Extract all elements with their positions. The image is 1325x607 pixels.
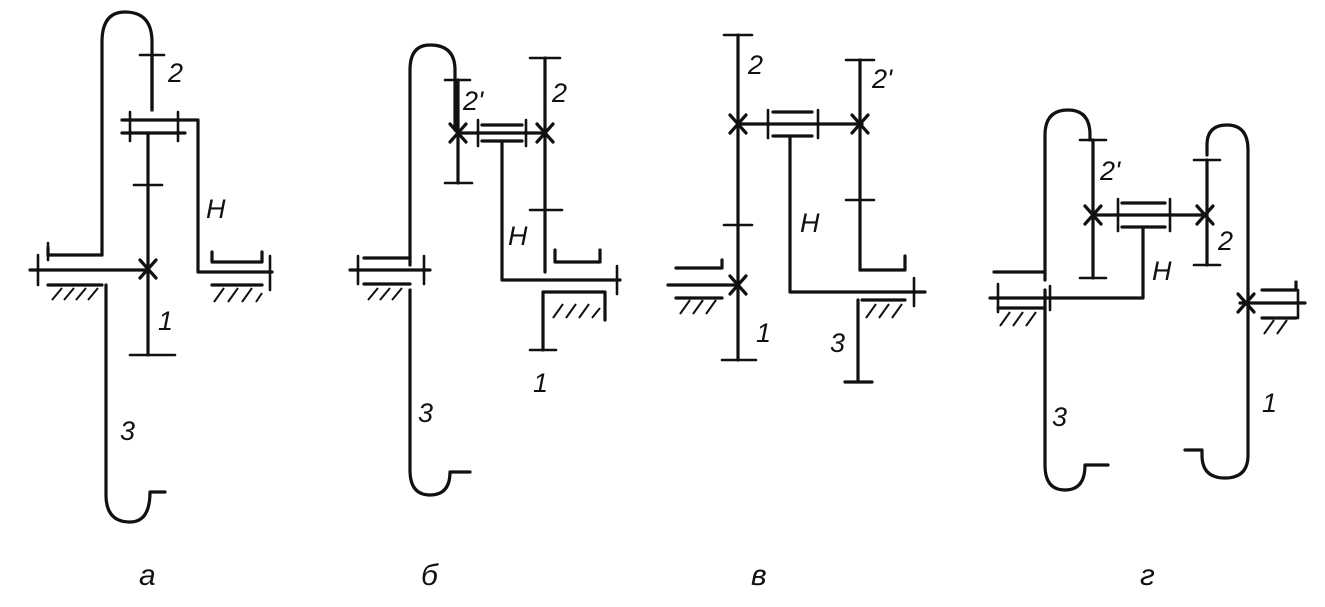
diagram-a: 2 H 1 3 а	[28, 10, 274, 592]
ground-right-hatch	[213, 287, 263, 303]
caption-a: а	[139, 559, 156, 592]
label-gear-2p: 2'	[871, 64, 893, 94]
gear-3-ring-upper	[1043, 108, 1092, 282]
label-gear-1: 1	[1262, 388, 1277, 418]
label-carrier: H	[800, 208, 820, 238]
caption-g: г	[1140, 559, 1155, 592]
label-gear-3: 3	[120, 416, 135, 446]
gear-3-ring	[100, 10, 154, 257]
gear-1-housing	[541, 290, 607, 352]
label-carrier: H	[1152, 256, 1172, 286]
bearing-left	[674, 258, 724, 270]
gear-1-ring	[1183, 123, 1250, 480]
label-gear-2p: 2'	[1099, 156, 1121, 186]
diagram-g: 2' 2 H 1 3 г	[988, 108, 1307, 592]
label-carrier: H	[206, 194, 226, 224]
joint-1	[1236, 292, 1256, 314]
ground-right-hatch	[865, 303, 903, 319]
label-carrier: H	[508, 221, 528, 251]
carrier-h	[788, 134, 927, 294]
label-gear-2: 2	[1217, 226, 1233, 256]
carrier-h	[183, 118, 274, 274]
ground-right-hatch	[552, 303, 601, 319]
gear-3-ring	[1043, 288, 1110, 492]
bearing-right	[1260, 280, 1298, 292]
label-gear-1: 1	[158, 306, 173, 336]
bearing-right	[210, 250, 264, 264]
gear-3-ring-lower	[104, 283, 167, 524]
caption-b: б	[421, 559, 439, 592]
label-gear-3: 3	[418, 398, 433, 428]
joint-2	[1195, 204, 1215, 226]
ground-left-hatch	[679, 299, 717, 315]
label-gear-1: 1	[756, 318, 771, 348]
caption-v: в	[751, 559, 767, 592]
ground-left-hatch	[999, 311, 1037, 327]
carrier-h	[988, 225, 1145, 300]
label-gear-2p: 2'	[462, 86, 484, 116]
ground-right-hatch	[1263, 319, 1288, 335]
gear-3-shaft	[843, 298, 874, 384]
label-gear-2: 2	[747, 50, 763, 80]
bearing-right	[553, 248, 602, 264]
gear-3-link	[858, 254, 907, 272]
gear-3-ring	[408, 43, 457, 267]
label-gear-3: 3	[1052, 402, 1067, 432]
label-gear-2: 2	[167, 58, 183, 88]
ground-left-hatch	[51, 287, 99, 301]
label-gear-2: 2	[551, 78, 567, 108]
joint-1	[728, 274, 748, 296]
diagram-v: 2 2' H 1 3 в	[666, 33, 927, 592]
label-gear-3: 3	[830, 328, 845, 358]
bearing-left	[46, 246, 104, 257]
gear-3-ring-lower	[408, 288, 472, 497]
ground-left-hatch	[367, 287, 403, 301]
carrier-h	[500, 139, 622, 282]
label-gear-1: 1	[533, 368, 548, 398]
diagram-b: 2' 2 H 1 3 б	[348, 43, 622, 592]
